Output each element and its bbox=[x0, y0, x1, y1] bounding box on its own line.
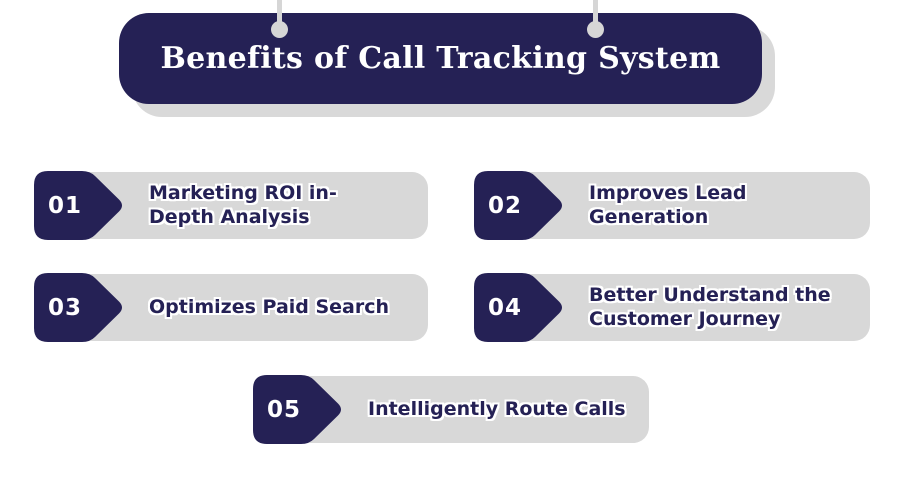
connector-dot-right bbox=[587, 21, 604, 38]
arrow-badge-icon bbox=[474, 273, 562, 342]
item-label: Marketing ROI in- Depth Analysis bbox=[149, 181, 337, 228]
arrow-badge-icon bbox=[253, 375, 341, 444]
item-bar bbox=[63, 172, 428, 239]
item-label: Intelligently Route Calls bbox=[368, 397, 626, 420]
title-banner: Benefits of Call Tracking System bbox=[119, 13, 762, 104]
item-number-badge: 02 bbox=[473, 170, 564, 241]
connector-line-left bbox=[277, 0, 282, 27]
benefit-item-04: 04 Better Understand the Customer Journe… bbox=[473, 272, 870, 343]
item-number-badge: 03 bbox=[33, 272, 124, 343]
arrow-badge-icon bbox=[34, 171, 122, 240]
item-number: 02 bbox=[487, 192, 522, 219]
benefit-item-01: 01 Marketing ROI in- Depth Analysis bbox=[33, 170, 428, 241]
arrow-badge-icon bbox=[474, 171, 562, 240]
item-number-badge: 05 bbox=[252, 374, 343, 445]
item-number: 03 bbox=[47, 294, 82, 321]
item-bar bbox=[503, 274, 870, 341]
item-label: Improves Lead Generation bbox=[589, 181, 747, 228]
item-label: Optimizes Paid Search bbox=[149, 295, 390, 318]
item-label: Better Understand the Customer Journey bbox=[589, 283, 831, 330]
arrow-badge-icon bbox=[34, 273, 122, 342]
item-bar bbox=[282, 376, 649, 443]
item-number: 05 bbox=[266, 396, 301, 423]
benefit-item-02: 02 Improves Lead Generation bbox=[473, 170, 870, 241]
benefit-item-05: 05 Intelligently Route Calls bbox=[252, 374, 649, 445]
item-number: 01 bbox=[47, 192, 82, 219]
connector-dot-left bbox=[271, 21, 288, 38]
connector-line-right bbox=[593, 0, 598, 27]
page-title: Benefits of Call Tracking System bbox=[160, 41, 721, 76]
benefit-item-03: 03 Optimizes Paid Search bbox=[33, 272, 428, 343]
item-bar bbox=[503, 172, 870, 239]
item-number-badge: 04 bbox=[473, 272, 564, 343]
item-bar bbox=[63, 274, 428, 341]
item-number: 04 bbox=[487, 294, 522, 321]
item-number-badge: 01 bbox=[33, 170, 124, 241]
